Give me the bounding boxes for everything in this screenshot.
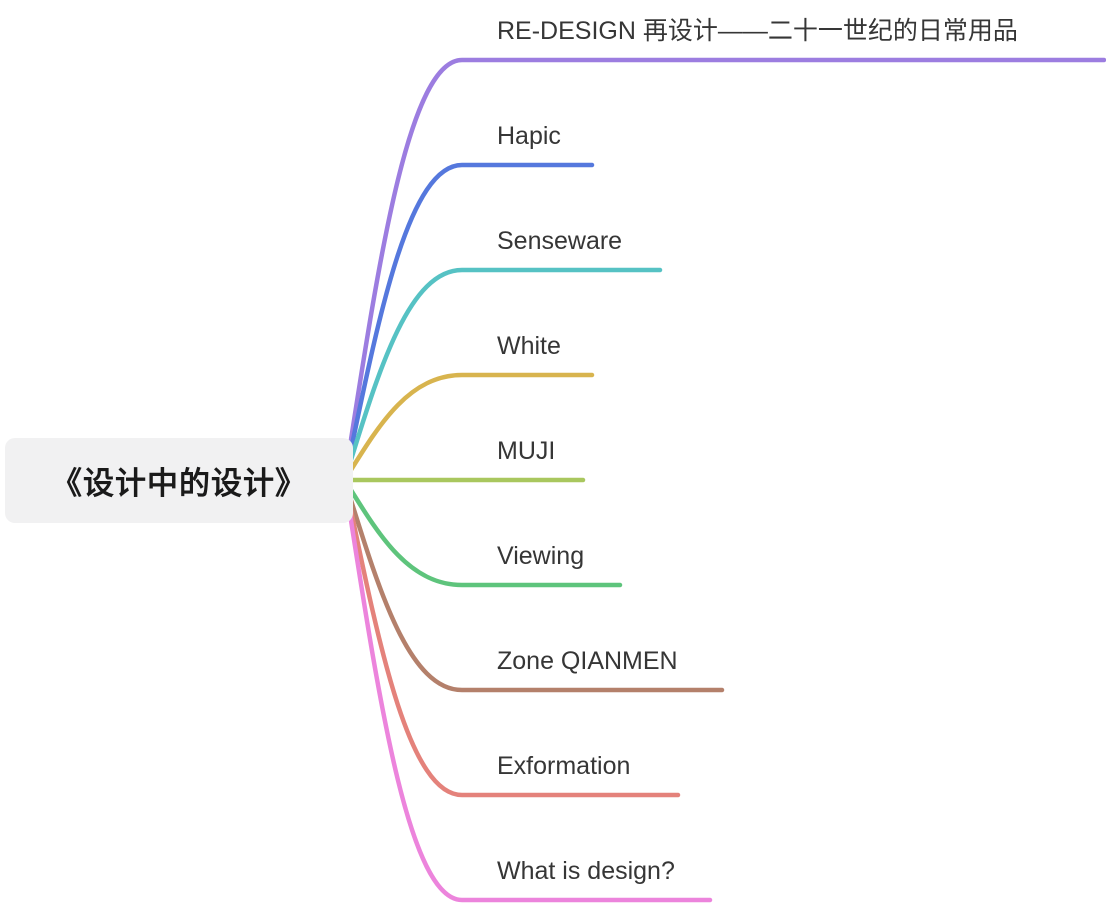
branch-curve	[347, 372, 595, 474]
root-node-label: 《设计中的设计》	[51, 466, 307, 501]
branch-label[interactable]: Exformation	[497, 752, 631, 780]
branch-curve	[347, 162, 595, 457]
branch-label[interactable]: What is design?	[497, 857, 675, 885]
branch-curve	[347, 57, 1106, 449]
branch-label[interactable]: MUJI	[497, 437, 556, 465]
branch-label[interactable]: RE-DESIGN 再设计——二十一世纪的日常用品	[497, 17, 1018, 45]
branch-label[interactable]: Senseware	[497, 227, 623, 255]
branch-label[interactable]: Viewing	[497, 542, 585, 570]
root-node[interactable]: 《设计中的设计》	[5, 438, 353, 523]
branch-label[interactable]: White	[497, 332, 561, 360]
branch-label[interactable]: Zone QIANMEN	[497, 647, 678, 675]
branch-label[interactable]: Hapic	[497, 122, 561, 150]
